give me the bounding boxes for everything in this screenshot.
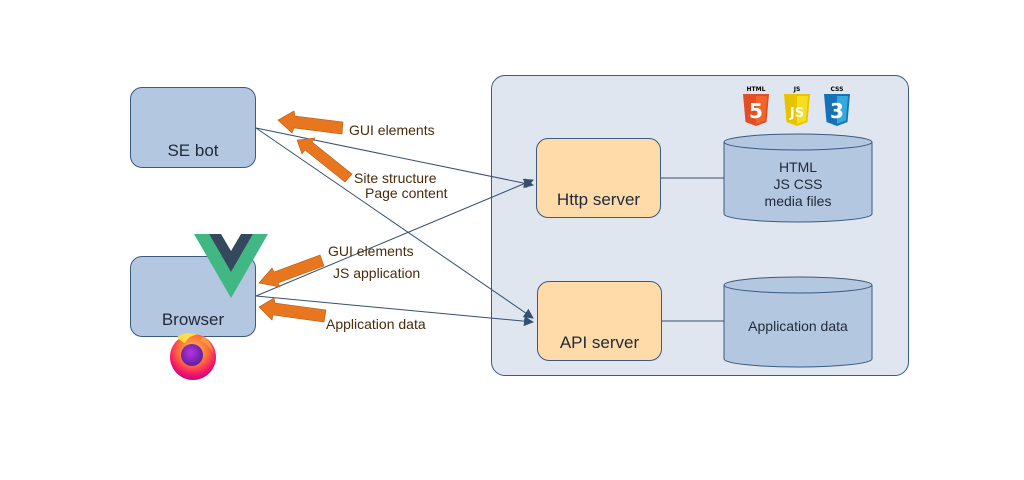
html-logo-caption: HTML <box>747 86 766 93</box>
static-store-line-1: HTML <box>778 159 818 175</box>
orange-arrow-site-to-bot <box>296 137 353 183</box>
firefox-logo-icon <box>170 333 216 380</box>
se-bot-box: SE bot <box>130 87 256 168</box>
js-logo-caption: JS <box>793 86 801 93</box>
label-application-data: Application data <box>326 316 426 332</box>
label-gui-elements-bot: GUI elements <box>349 122 435 138</box>
http-server-label: Http server <box>556 190 641 209</box>
css-logo-number: 3 <box>830 99 844 123</box>
static-files-db-label: HTML JS CSS media files <box>724 159 872 210</box>
application-data-db-label: Application data <box>748 318 848 334</box>
orange-arrow-gui-to-browser <box>258 254 325 288</box>
label-site-structure: Site structure <box>354 170 437 186</box>
static-store-line-2: JS CSS <box>773 176 823 192</box>
js-logo-icon: JS JS <box>784 86 810 126</box>
js-logo-mark: JS <box>789 106 804 121</box>
html5-logo-icon: HTML 5 <box>743 86 769 126</box>
static-files-db <box>723 133 873 223</box>
api-server-box: API server <box>537 281 662 361</box>
css3-logo-icon: CSS 3 <box>824 86 850 126</box>
application-data-db <box>723 276 873 368</box>
se-bot-label: SE bot <box>167 141 219 160</box>
browser-box: Browser <box>130 256 256 337</box>
label-page-content: Page content <box>365 185 448 201</box>
browser-label: Browser <box>161 310 225 329</box>
css-logo-caption: CSS <box>831 86 844 93</box>
http-server-box: Http server <box>536 138 661 218</box>
line-bot-to-api <box>255 127 534 319</box>
line-browser-to-http <box>255 178 534 297</box>
vue-logo-icon <box>194 234 268 298</box>
orange-arrow-gui-to-bot <box>277 110 344 135</box>
line-bot-to-http <box>255 127 534 189</box>
api-server-label: API server <box>559 333 640 352</box>
label-gui-elements-browser: GUI elements <box>328 243 414 259</box>
orange-arrow-data-to-browser <box>258 297 327 323</box>
label-js-application: JS application <box>333 265 421 281</box>
line-browser-to-api <box>255 295 534 327</box>
static-store-line-3: media files <box>764 193 832 209</box>
html-logo-number: 5 <box>749 99 763 123</box>
